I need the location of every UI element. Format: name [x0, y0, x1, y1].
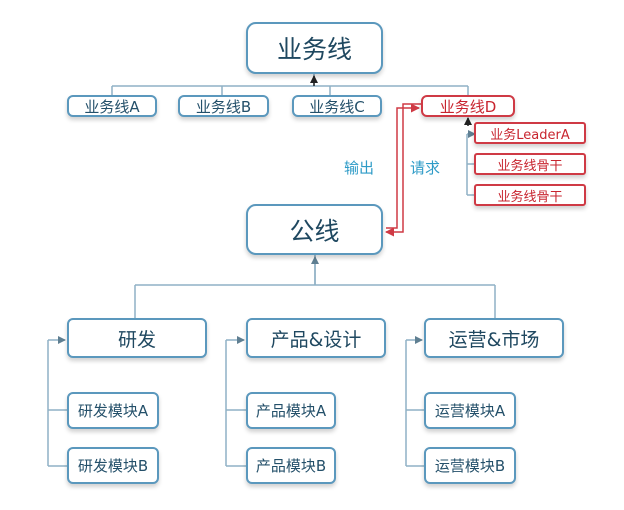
business-leader-box: 业务LeaderA	[474, 122, 586, 144]
line-d-branch-line	[466, 134, 474, 196]
dev-branch-line	[47, 340, 67, 467]
output-arrow	[386, 103, 420, 229]
dev-dept-box: 研发	[67, 318, 207, 358]
product-module-a-box: 产品模块A	[246, 392, 336, 429]
business-line-c-box: 业务线C	[292, 95, 382, 117]
ops-marketing-dept-box: 运营&市场	[424, 318, 564, 358]
product-branch-line	[225, 340, 246, 467]
product-design-dept-box: 产品&设计	[246, 318, 386, 358]
output-label: 输出	[344, 159, 375, 177]
top-business-line-box: 业务线	[246, 22, 383, 74]
ops-module-a-box: 运营模块A	[424, 392, 516, 429]
business-line-a-box: 业务线A	[67, 95, 157, 117]
business-line-b-box: 业务线B	[178, 95, 269, 117]
request-label: 请求	[410, 159, 441, 177]
product-module-b-box: 产品模块B	[246, 447, 336, 484]
business-core-box-2: 业务线骨干	[474, 184, 586, 206]
dev-module-b-box: 研发模块B	[67, 447, 159, 484]
ops-module-b-box: 运营模块B	[424, 447, 516, 484]
dev-module-a-box: 研发模块A	[67, 392, 159, 429]
business-core-box-1: 业务线骨干	[474, 153, 586, 175]
business-line-d-box: 业务线D	[421, 95, 515, 117]
ops-branch-line	[405, 340, 424, 467]
top-tree-line	[111, 74, 469, 95]
public-line-box: 公线	[246, 204, 383, 255]
